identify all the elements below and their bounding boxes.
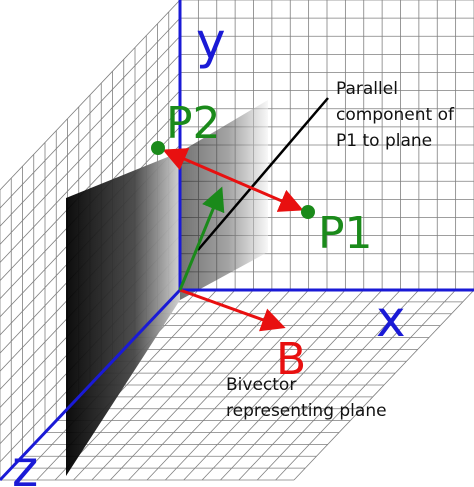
vector-b [179, 288, 286, 332]
p2-label: P2 [166, 98, 221, 149]
parallel-caption-line1: Parallel [336, 79, 398, 99]
z-axis-label: z [12, 440, 38, 487]
point-p1 [301, 205, 315, 219]
y-axis-label: y [196, 12, 226, 70]
parallel-caption-line2: component of [336, 105, 455, 125]
parallel-caption-line3: P1 to plane [336, 131, 432, 151]
point-p2 [151, 141, 165, 155]
bivector-caption-line1: Bivector [226, 375, 296, 395]
b-label: B [276, 334, 306, 385]
bivector-plane-front [66, 152, 180, 476]
p1-label: P1 [318, 208, 373, 259]
x-axis-label: x [376, 290, 406, 348]
z-axis-line [0, 288, 182, 482]
floor-grid [0, 289, 474, 481]
vector-p1-p2 [162, 148, 304, 212]
bivector-caption-line2: representing plane [226, 401, 387, 421]
